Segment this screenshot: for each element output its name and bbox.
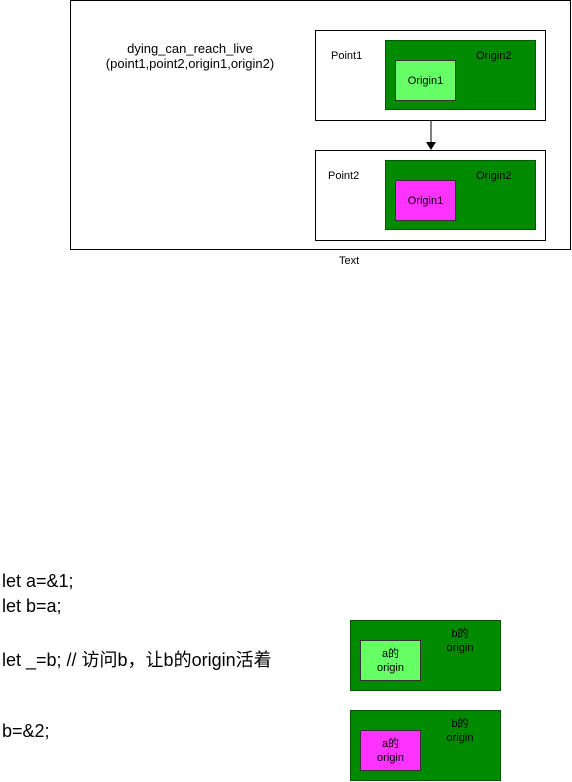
b-origin-label-1-line1: b的 — [451, 628, 469, 640]
title-line-2: (point1,point2,origin1,origin2) — [105, 56, 275, 71]
a-origin-box-1: a的 origin — [360, 640, 421, 681]
a-origin-box-2: a的 origin — [360, 730, 421, 771]
code-line-4: b=&2; — [2, 721, 50, 741]
code-line-3: let _=b; // 访问b，让b的origin活着 — [2, 650, 272, 670]
point1-label: Point1 — [331, 50, 363, 62]
diagram-caption: Text — [339, 255, 360, 267]
point2-origin2-label: Origin2 — [476, 170, 512, 182]
code-line-1: let a=&1; — [2, 571, 74, 591]
point2-origin1-box: Origin1 — [395, 180, 456, 221]
a-origin-label-2-line1: a的 — [381, 737, 400, 750]
b-origin-label-1: b的 origin — [440, 627, 480, 655]
point1-origin2-label: Origin2 — [476, 50, 512, 62]
a-origin-label-1-line1: a的 — [381, 647, 400, 660]
point2-label: Point2 — [328, 170, 360, 182]
down-arrow-icon — [426, 121, 436, 150]
b-origin-label-1-line2: origin — [446, 642, 474, 654]
code-line-2: let b=a; — [2, 596, 62, 616]
diagram-title: dying_can_reach_live (point1,point2,orig… — [92, 40, 288, 72]
point1-origin1-box: Origin1 — [395, 60, 456, 101]
title-line-1: dying_can_reach_live — [127, 41, 253, 56]
b-origin-label-2-line2: origin — [446, 732, 474, 744]
a-origin-label-2-line2: origin — [377, 751, 404, 764]
b-origin-label-2-line1: b的 — [451, 718, 469, 730]
b-origin-label-2: b的 origin — [440, 717, 480, 745]
a-origin-label-1-line2: origin — [377, 661, 404, 674]
